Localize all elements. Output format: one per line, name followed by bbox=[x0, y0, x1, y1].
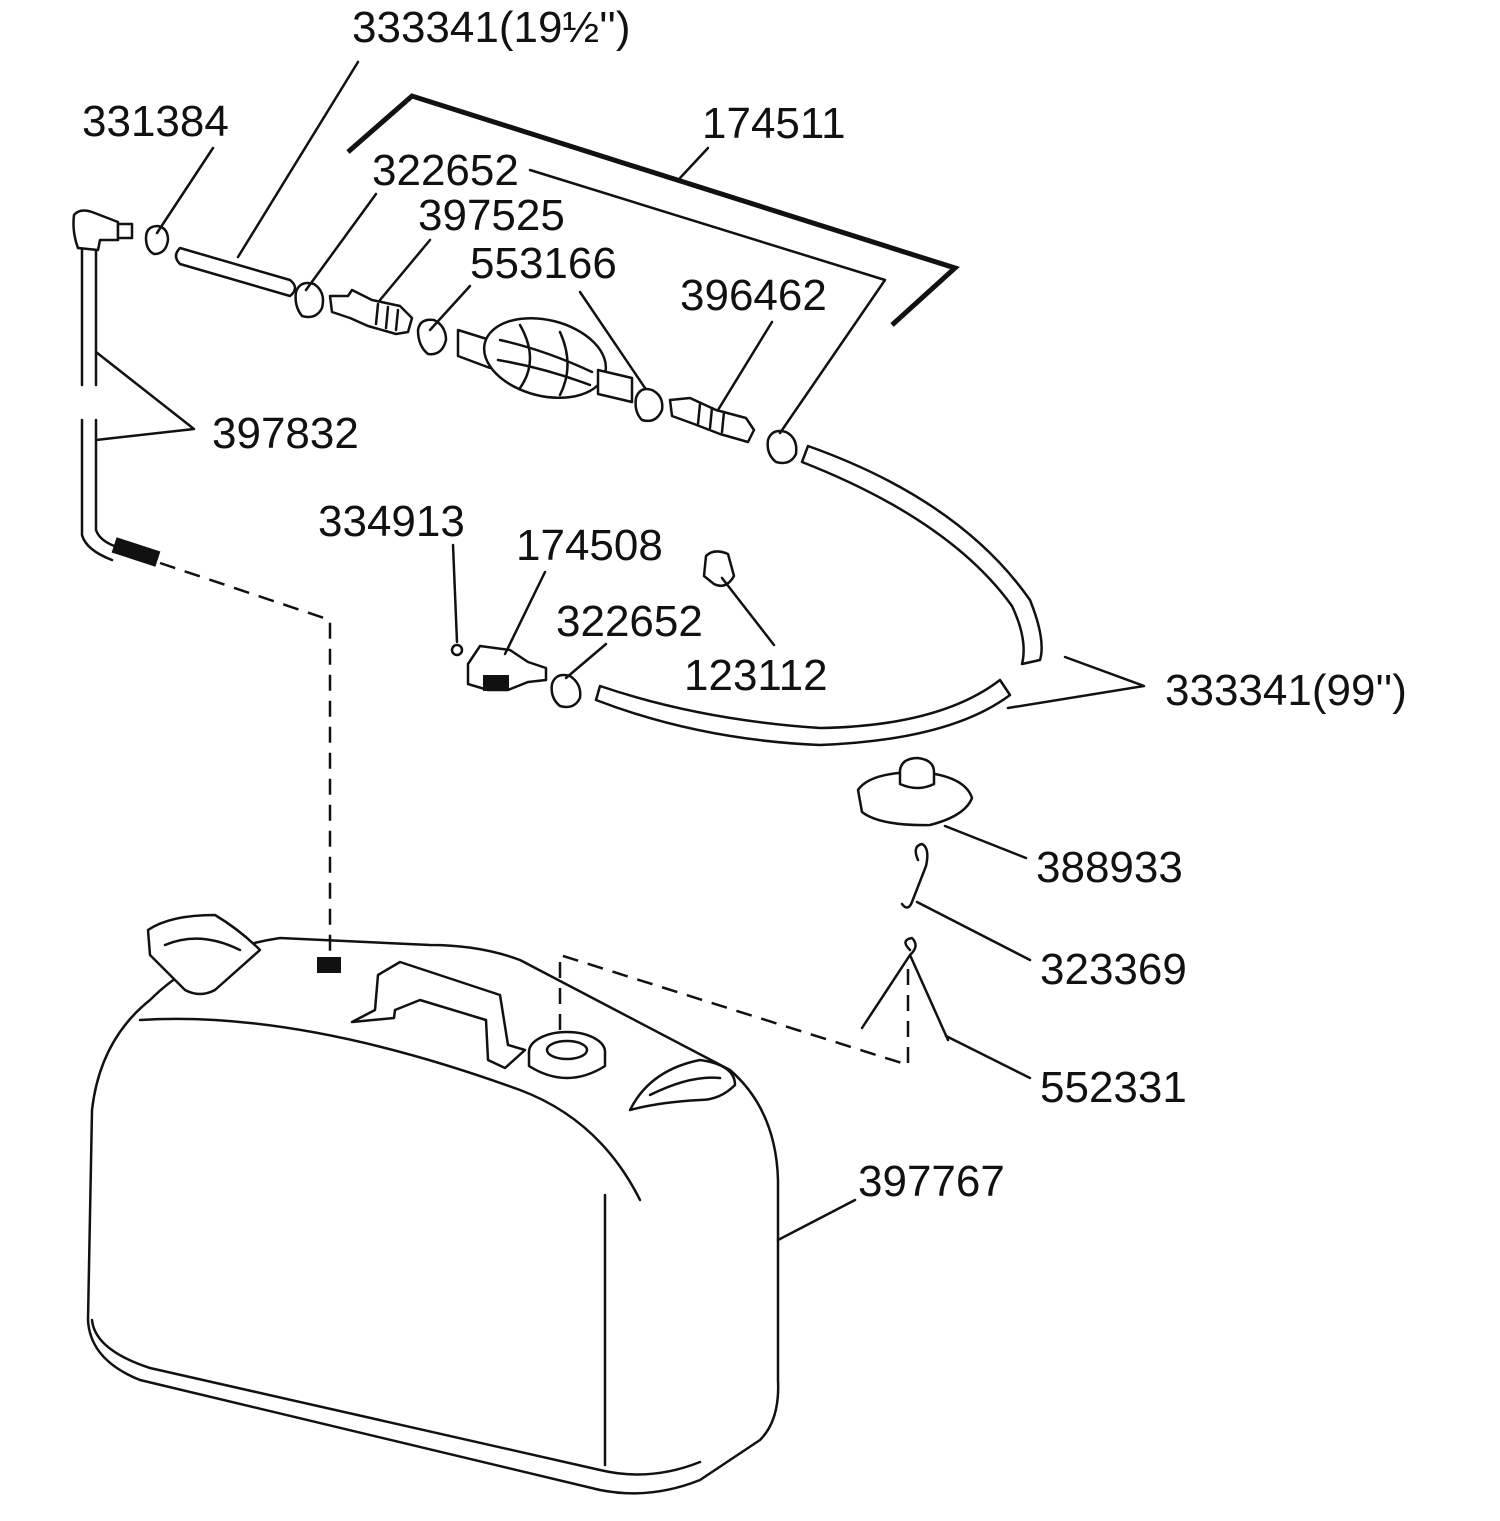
label-552331: 552331 bbox=[1040, 1063, 1187, 1112]
label-174508: 174508 bbox=[516, 521, 663, 570]
label-322652-lower: 322652 bbox=[556, 597, 703, 646]
label-323369: 323369 bbox=[1040, 945, 1187, 994]
hose-clamp-bulb-right bbox=[634, 387, 664, 423]
label-334913: 334913 bbox=[318, 497, 465, 546]
label-333341-long: 333341(99'') bbox=[1165, 666, 1407, 715]
fuel-tank bbox=[86, 913, 780, 1495]
hose-clamp-long-hose bbox=[766, 429, 798, 465]
filler-cap bbox=[856, 756, 974, 827]
hose-short bbox=[174, 246, 297, 298]
label-331384: 331384 bbox=[82, 97, 229, 146]
assembly-bracket bbox=[346, 93, 960, 327]
s-hook bbox=[900, 842, 929, 909]
label-123112: 123112 bbox=[684, 651, 828, 700]
plug-123112 bbox=[702, 550, 736, 587]
pickup-tube bbox=[80, 238, 161, 567]
assembly-line-pickup bbox=[159, 561, 332, 955]
leader-lines bbox=[94, 60, 1146, 1242]
fitting-397525 bbox=[328, 288, 414, 336]
elbow-fitting bbox=[72, 209, 134, 252]
hose-clamp-upper bbox=[294, 281, 325, 319]
hose-long bbox=[800, 444, 1043, 666]
label-397767: 397767 bbox=[858, 1157, 1005, 1206]
label-397525: 397525 bbox=[418, 191, 565, 240]
assembly-line-cap bbox=[558, 953, 910, 1067]
label-333341-short: 333341(19½'') bbox=[352, 3, 631, 52]
retainer-chain bbox=[860, 936, 950, 1042]
o-ring bbox=[450, 643, 464, 657]
label-396462: 396462 bbox=[680, 271, 827, 320]
label-322652-upper: 322652 bbox=[372, 146, 519, 195]
label-388933: 388933 bbox=[1036, 843, 1183, 892]
label-397832: 397832 bbox=[212, 409, 359, 458]
hose-clamp-small bbox=[144, 224, 170, 256]
label-174511: 174511 bbox=[702, 99, 846, 148]
hose-clamp-bulb-left bbox=[416, 318, 448, 356]
hose-clamp-lower bbox=[550, 673, 582, 709]
connector-174508 bbox=[466, 644, 548, 692]
primer-bulb bbox=[456, 316, 634, 404]
label-553166: 553166 bbox=[470, 239, 617, 288]
